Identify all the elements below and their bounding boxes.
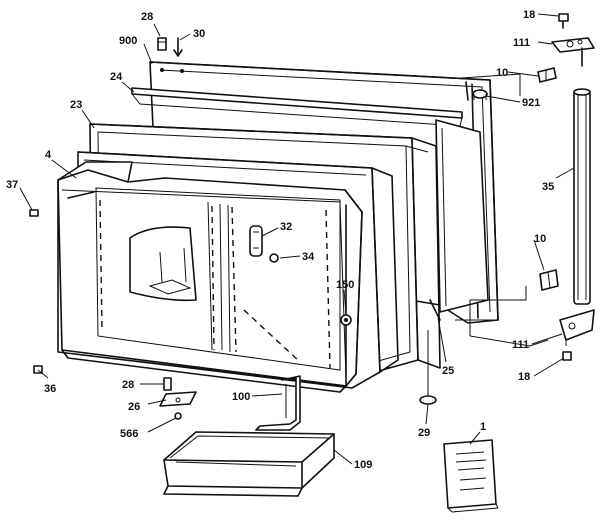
callout-111-top: 111 bbox=[513, 37, 530, 49]
owner-manual-1 bbox=[443, 439, 499, 513]
callout-109: 109 bbox=[354, 459, 372, 471]
callout-29: 29 bbox=[418, 427, 430, 439]
callout-100: 100 bbox=[232, 391, 250, 403]
callout-10-mid: 10 bbox=[534, 233, 546, 245]
tray-109 bbox=[163, 431, 335, 497]
bracket-26 bbox=[159, 391, 197, 407]
callout-18-bottom: 18 bbox=[518, 371, 530, 383]
plug-29 bbox=[419, 395, 437, 405]
hinge-rod-35 bbox=[573, 88, 591, 305]
screw-18-bottom bbox=[562, 351, 572, 361]
top-hinge-111 bbox=[551, 37, 595, 67]
callout-28-top: 28 bbox=[141, 11, 153, 23]
screw-30 bbox=[173, 37, 183, 57]
callout-24: 24 bbox=[110, 71, 123, 83]
door-liner bbox=[57, 161, 363, 393]
callout-26: 26 bbox=[128, 401, 140, 413]
screw-566 bbox=[174, 412, 182, 420]
screw-28-top bbox=[157, 37, 167, 51]
callout-35: 35 bbox=[542, 181, 554, 193]
screw-37 bbox=[29, 209, 39, 217]
callout-1: 1 bbox=[480, 421, 486, 433]
hinge-pin-10-top bbox=[537, 67, 557, 83]
callout-36: 36 bbox=[44, 383, 56, 395]
callout-900: 900 bbox=[119, 35, 137, 47]
callout-921: 921 bbox=[522, 97, 540, 109]
callout-566: 566 bbox=[120, 428, 138, 440]
cap-921 bbox=[472, 89, 488, 100]
door-gasket bbox=[131, 87, 463, 127]
screw-36 bbox=[33, 365, 43, 374]
callout-25: 25 bbox=[442, 365, 454, 377]
callout-111-bottom: 111 bbox=[512, 339, 529, 351]
callout-4: 4 bbox=[45, 149, 52, 161]
bracket-10-mid bbox=[539, 269, 559, 291]
callout-32: 32 bbox=[280, 221, 292, 233]
screw-28-bottom bbox=[163, 377, 172, 391]
bracket-100 bbox=[255, 375, 301, 431]
callout-34: 34 bbox=[302, 251, 315, 263]
leader-lines bbox=[19, 13, 575, 465]
callout-30: 30 bbox=[193, 28, 205, 40]
callout-10-top: 10 bbox=[496, 67, 508, 79]
callout-37: 37 bbox=[6, 179, 18, 191]
screw-18-top bbox=[558, 13, 569, 29]
callout-150: 150 bbox=[336, 279, 354, 291]
callout-23: 23 bbox=[70, 99, 82, 111]
callout-labels: 28 30 900 24 23 4 37 32 34 150 18 111 10… bbox=[6, 9, 554, 471]
screw-34 bbox=[269, 253, 279, 263]
bottom-hinge-111 bbox=[559, 309, 595, 346]
callout-18-top: 18 bbox=[523, 9, 535, 21]
callout-28-bottom: 28 bbox=[122, 379, 134, 391]
